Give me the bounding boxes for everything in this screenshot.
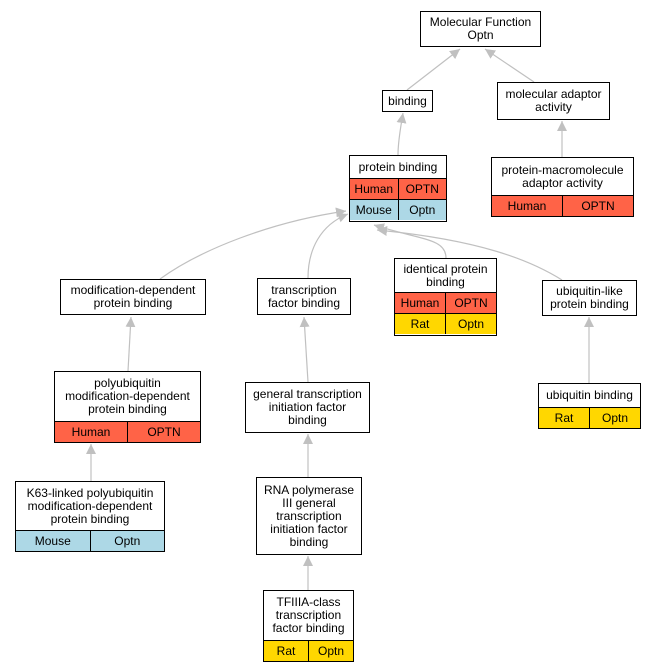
gene-cell: Optn [445, 314, 496, 334]
node-molecular-function: Molecular Function Optn [420, 11, 541, 47]
species-row-human: Human OPTN [492, 195, 633, 216]
node-title: protein binding [358, 159, 438, 174]
species-row-rat: Rat Optn [395, 313, 496, 334]
node-ubiquitin-like-protein-binding: ubiquitin-like protein binding [542, 280, 637, 316]
species-cell: Rat [395, 314, 445, 334]
node-ubiquitin-binding: ubiquitin binding Rat Optn [538, 383, 641, 429]
node-title: TFIIIA-class transcription factor bindin… [272, 595, 345, 635]
node-binding: binding [382, 90, 433, 112]
species-cell: Human [492, 196, 562, 216]
species-cell: Human [395, 293, 445, 313]
edge-identical-protein-to-protein-binding [373, 223, 447, 259]
edge-protein-binding-to-binding [396, 112, 407, 156]
species-row-mouse: Mouse Optn [350, 199, 446, 220]
species-cell: Mouse [16, 531, 90, 551]
node-title: general transcription initiation factor … [253, 387, 362, 427]
node-molecular-adaptor-activity: molecular adaptor activity [497, 82, 610, 120]
species-cell: Rat [264, 641, 308, 661]
node-title: Molecular Function Optn [429, 15, 532, 42]
node-transcription-factor-binding: transcription factor binding [257, 278, 351, 315]
gene-cell: Optn [589, 408, 640, 428]
species-cell: Rat [539, 408, 589, 428]
node-identical-protein-binding: identical protein binding Human OPTN Rat… [394, 258, 497, 336]
node-title: identical protein binding [403, 261, 488, 289]
node-protein-macromolecule-adaptor: protein-macromolecule adaptor activity H… [491, 157, 634, 217]
species-cell: Human [55, 422, 127, 442]
node-title: ubiquitin-like protein binding [550, 284, 629, 311]
node-title: protein-macromolecule adaptor activity [501, 162, 624, 190]
node-modification-dependent: modification-dependent protein binding [60, 279, 206, 315]
species-cell: Human [350, 179, 398, 199]
edge-binding-to-molecular-function [406, 48, 461, 91]
gene-cell: OPTN [127, 422, 200, 442]
species-row-rat: Rat Optn [264, 640, 353, 661]
gene-cell: OPTN [562, 196, 633, 216]
node-polyubiquitin: polyubiquitin modification-dependent pro… [54, 371, 201, 443]
edge-modification-dependent-to-protein-binding [159, 207, 347, 280]
species-cell: Mouse [350, 200, 398, 220]
edge-tf-binding-to-protein-binding [307, 213, 349, 279]
node-general-tf-initiation: general transcription initiation factor … [245, 382, 370, 433]
node-title: polyubiquitin modification-dependent pro… [65, 376, 190, 416]
node-title: RNA polymerase III general transcription… [263, 482, 355, 549]
node-k63-linked-polyubiquitin: K63-linked polyubiquitin modification-de… [15, 481, 165, 552]
node-title: binding [388, 93, 427, 108]
species-row-human: Human OPTN [350, 178, 446, 199]
edge-polyubiquitin-to-modification-dependent [125, 316, 136, 372]
species-row-human: Human OPTN [395, 292, 496, 313]
gene-cell: OPTN [397, 179, 446, 199]
species-row-human: Human OPTN [55, 421, 200, 442]
node-title: molecular adaptor activity [505, 87, 602, 114]
edge-general-tf-initiation-to-tf-binding [299, 316, 310, 383]
node-protein-binding: protein binding Human OPTN Mouse Optn [349, 155, 447, 222]
node-title: transcription factor binding [267, 282, 341, 310]
gene-cell: Optn [89, 531, 164, 551]
gene-cell: Optn [397, 200, 446, 220]
node-title: K63-linked polyubiquitin modification-de… [26, 485, 154, 526]
node-tfiiia-class: TFIIIA-class transcription factor bindin… [263, 590, 354, 662]
node-title: ubiquitin binding [546, 388, 633, 402]
edge-adaptor-activity-to-molecular-function [484, 48, 535, 83]
gene-cell: Optn [308, 641, 353, 661]
node-rna-polymerase-iii: RNA polymerase III general transcription… [256, 477, 362, 555]
node-title: modification-dependent protein binding [70, 283, 196, 310]
gene-cell: OPTN [445, 293, 496, 313]
species-row-mouse: Mouse Optn [16, 530, 164, 551]
edge-ubiquitin-like-to-protein-binding [376, 225, 563, 281]
species-row-rat: Rat Optn [539, 407, 640, 428]
